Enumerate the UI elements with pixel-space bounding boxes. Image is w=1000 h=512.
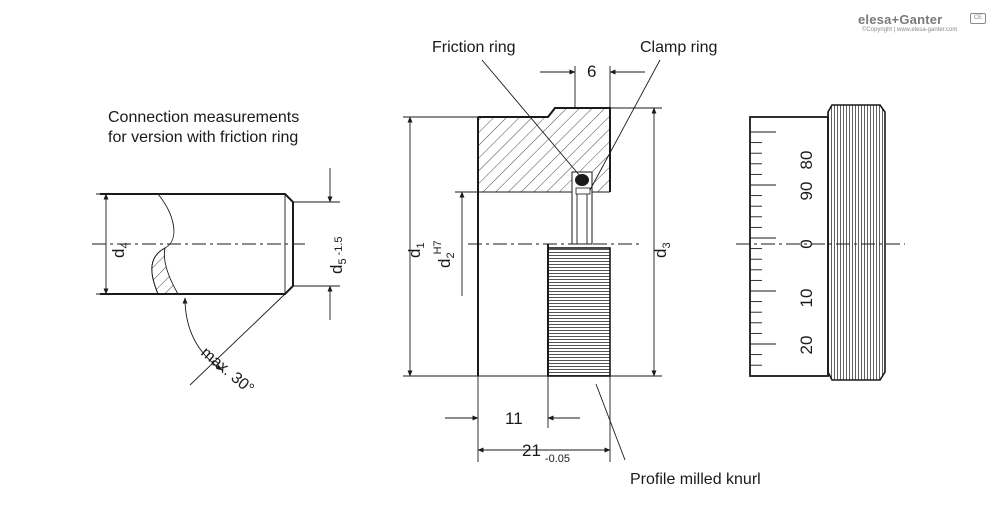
friction-ring-leader bbox=[481, 59, 581, 177]
scale-label-0: 0 bbox=[797, 239, 816, 248]
scale-label-20: 20 bbox=[797, 336, 816, 355]
angle-arc bbox=[182, 297, 223, 371]
friction-ring-label: Friction ring bbox=[432, 39, 516, 56]
dim-d2-label: d2H7 bbox=[432, 240, 457, 268]
dim-21-label: 21-0.05 bbox=[522, 441, 570, 465]
svg-text:21-0.05: 21-0.05 bbox=[522, 441, 570, 465]
section-top-outline bbox=[478, 107, 611, 192]
angle-label: max. 30° bbox=[197, 344, 256, 398]
clamp-ring bbox=[575, 187, 591, 195]
scale-label-90: 90 bbox=[797, 182, 816, 201]
dim-11-label: 11 bbox=[505, 409, 523, 428]
friction-ring bbox=[575, 174, 589, 186]
svg-text:d2H7: d2H7 bbox=[432, 240, 457, 268]
connection-title-line1: Connection measurements bbox=[108, 109, 299, 126]
connection-title-line2: for version with friction ring bbox=[108, 129, 298, 146]
knurled-band bbox=[547, 247, 611, 377]
scale-label-10: 10 bbox=[797, 289, 816, 308]
brand-copyright: ©Copyright | www.elesa-ganter.com bbox=[862, 27, 958, 33]
svg-text:d3: d3 bbox=[651, 242, 673, 258]
svg-text:d1: d1 bbox=[405, 242, 427, 258]
svg-text:d5-1.5: d5-1.5 bbox=[327, 236, 349, 274]
svg-text:d4: d4 bbox=[109, 242, 131, 258]
profile-knurl-label: Profile milled knurl bbox=[630, 471, 761, 488]
certification-badge: CE bbox=[970, 13, 986, 24]
dim-d3-label: d3 bbox=[651, 242, 673, 258]
dim-6-label: 6 bbox=[587, 62, 596, 81]
brand-logo-text: elesa+Ganter bbox=[858, 12, 943, 27]
dim-d4-label: d4 bbox=[109, 242, 131, 258]
scale-body bbox=[749, 116, 829, 377]
scale-knurl bbox=[827, 104, 886, 381]
clamp-ring-label: Clamp ring bbox=[640, 39, 717, 56]
scale-view: 80 90 0 10 20 bbox=[736, 104, 905, 381]
shaft-section-hatch bbox=[151, 247, 179, 295]
dim-d1-label: d1 bbox=[405, 242, 427, 258]
section-view: Friction ring Clamp ring 6 d1 d2H7 d3 bbox=[403, 39, 761, 488]
scale-labels: 80 90 0 10 20 bbox=[797, 151, 816, 355]
svg-text:max. 30°: max. 30° bbox=[197, 344, 256, 398]
shaft-view: Connection measurements for version with… bbox=[92, 109, 349, 398]
knurl-leader bbox=[595, 383, 626, 461]
clamp-ring-leader bbox=[589, 59, 661, 191]
dim-d5-label: d5-1.5 bbox=[327, 236, 349, 274]
brand-logo: elesa+Ganter ©Copyright | www.elesa-gant… bbox=[858, 12, 986, 38]
scale-ticks bbox=[750, 131, 776, 366]
scale-label-80: 80 bbox=[797, 151, 816, 170]
